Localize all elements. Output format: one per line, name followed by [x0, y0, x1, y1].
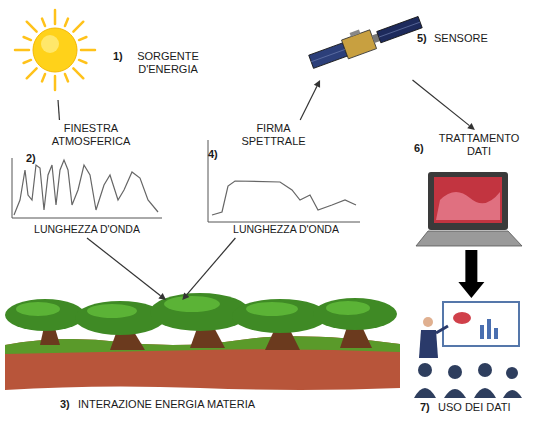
callout-number: 6): [414, 142, 424, 155]
atmospheric-window-curve: [14, 160, 158, 215]
keyboard: [416, 231, 522, 246]
energy-source: 1) SORGENTE D'ENERGIA: [20, 10, 210, 100]
connector-arrow: [300, 80, 320, 120]
axis-label: LUNGHEZZA D'ONDA: [211, 223, 361, 236]
audience: [414, 363, 522, 398]
callout-number: 3): [60, 398, 70, 411]
node-label: INTERAZIONE ENERGIA MATERIA: [78, 398, 255, 411]
screen: [434, 177, 502, 223]
axis-label: LUNGHEZZA D'ONDA: [12, 223, 162, 236]
atmospheric-window: 2) FINESTRA ATMOSFERICA LUNGHEZZA D'ONDA: [6, 120, 168, 238]
tree-canopies: [5, 293, 397, 335]
projection-board: [443, 302, 519, 346]
node-label: USO DEI DATI: [438, 401, 511, 414]
connector-arrow: [182, 238, 235, 300]
callout-number: 5): [417, 32, 427, 45]
board-image: [453, 312, 471, 324]
satellite: [306, 9, 423, 71]
graph-axes: [12, 158, 162, 218]
connector-arrow: [87, 238, 166, 300]
tree-highlights: [16, 296, 370, 318]
thick-arrow: [458, 250, 484, 298]
callout-number: 7): [420, 401, 430, 414]
graph-axes: [208, 140, 360, 222]
node-label: FIRMA SPETTRALE: [231, 122, 316, 148]
sun-glow: [41, 35, 59, 53]
data-use: 7) USO DEI DATI: [410, 298, 528, 422]
callout-number: 2): [26, 152, 36, 165]
sun-rays: [15, 10, 95, 90]
spectral-signature-curve: [212, 181, 356, 215]
energy-matter-interaction: 3) INTERAZIONE ENERGIA MATERIA: [0, 300, 405, 420]
sun: [33, 28, 77, 72]
callout-number: 1): [113, 50, 123, 63]
node-label: TRATTAMENTO DATI: [434, 132, 524, 158]
sensor: 5) SENSORE: [305, 15, 520, 80]
presenter-head: [423, 317, 433, 327]
node-label: FINESTRA ATMOSFERICA: [46, 122, 136, 148]
node-label: SORGENTE D'ENERGIA: [128, 50, 208, 76]
presenter-body: [419, 330, 438, 358]
spectral-signature: 4) FIRMA SPETTRALE LUNGHEZZA D'ONDA: [203, 120, 365, 238]
callout-number: 4): [208, 148, 218, 161]
connector-arrow: [413, 80, 475, 130]
data-processing: 6) TRATTAMENTO DATI: [410, 130, 528, 250]
connector-arrow: [58, 100, 59, 120]
screen-image: [436, 192, 500, 220]
node-label: SENSORE: [434, 32, 488, 45]
monitor: [428, 172, 508, 230]
